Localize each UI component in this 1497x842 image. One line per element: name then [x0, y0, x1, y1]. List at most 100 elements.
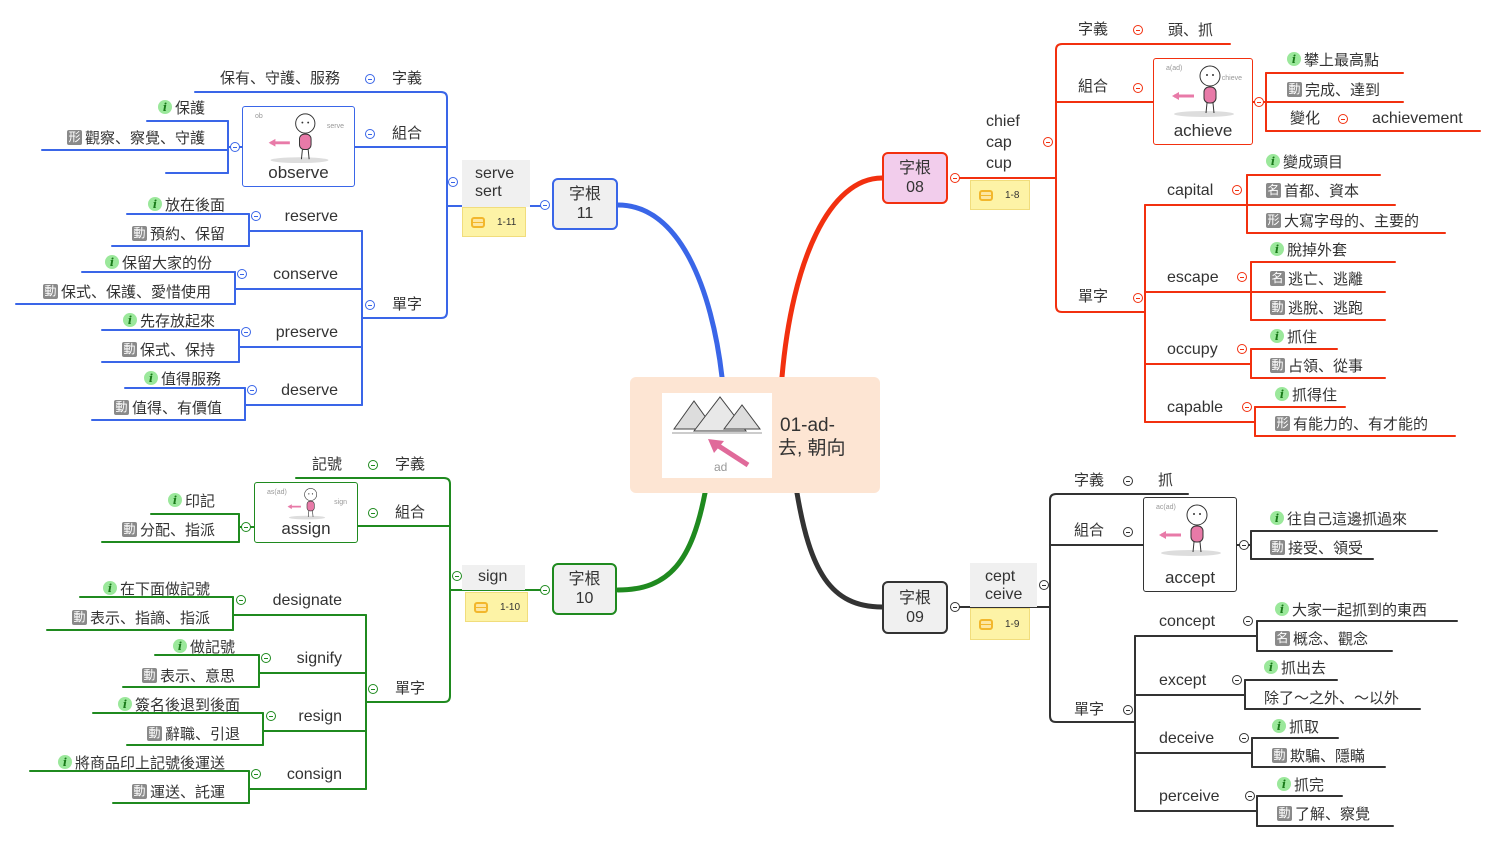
root-part[interactable]: sert — [475, 183, 502, 200]
connector-line — [1049, 493, 1189, 723]
collapse-toggle[interactable] — [540, 200, 550, 210]
meaning-label[interactable]: 字義 — [1074, 472, 1105, 489]
note-badge[interactable]: 1-8 — [970, 180, 1030, 210]
note-badge[interactable]: 1-9 — [970, 608, 1030, 640]
collapse-toggle[interactable] — [251, 211, 261, 221]
word-node[interactable]: reserve — [284, 208, 338, 225]
collapse-toggle[interactable] — [1123, 705, 1133, 715]
word-node[interactable]: occupy — [1167, 341, 1218, 358]
collapse-toggle[interactable] — [1237, 272, 1247, 282]
words-label[interactable]: 單字 — [392, 296, 423, 313]
collapse-toggle[interactable] — [1242, 402, 1252, 412]
note-badge[interactable]: 1-11 — [462, 207, 526, 237]
word-node[interactable]: designate — [272, 592, 342, 609]
collapse-toggle[interactable] — [236, 595, 246, 605]
words-label[interactable]: 單字 — [395, 680, 426, 697]
part-of-speech-badge: 動 — [1272, 747, 1287, 763]
meaning-label[interactable]: 字義 — [395, 456, 426, 473]
collapse-toggle[interactable] — [1039, 580, 1049, 590]
collapse-toggle[interactable] — [1239, 540, 1249, 550]
collapse-toggle[interactable] — [448, 177, 458, 187]
word-node[interactable]: deceive — [1159, 730, 1215, 747]
collapse-toggle[interactable] — [1239, 733, 1249, 743]
definition-text: 首都、資本 — [1284, 182, 1360, 200]
word-node[interactable]: escape — [1167, 269, 1219, 286]
definition-text: 往自己這邊抓過來 — [1287, 510, 1408, 528]
words-label[interactable]: 單字 — [1074, 701, 1105, 718]
root-part[interactable]: serve — [475, 165, 515, 182]
collapse-toggle[interactable] — [1123, 527, 1133, 537]
collapse-toggle[interactable] — [266, 711, 276, 721]
collapse-toggle[interactable] — [230, 142, 240, 152]
collapse-toggle[interactable] — [1133, 83, 1143, 93]
collapse-toggle[interactable] — [1043, 137, 1053, 147]
collapse-toggle[interactable] — [261, 653, 271, 663]
variation-word[interactable]: achievement — [1372, 110, 1463, 127]
collapse-toggle[interactable] — [247, 385, 257, 395]
words-label[interactable]: 單字 — [1078, 288, 1109, 305]
root-part[interactable]: sign — [478, 568, 508, 585]
combo-label[interactable]: 組合 — [395, 504, 426, 521]
collapse-toggle[interactable] — [365, 74, 375, 84]
combo-word-card[interactable]: ac(ad)accept — [1143, 497, 1237, 592]
combo-label[interactable]: 組合 — [1074, 522, 1105, 539]
collapse-toggle[interactable] — [1133, 25, 1143, 35]
collapse-toggle[interactable] — [950, 602, 960, 612]
collapse-toggle[interactable] — [1133, 293, 1143, 303]
root-part[interactable]: cept — [985, 568, 1016, 585]
root-part[interactable]: cap — [986, 134, 1012, 151]
word-node[interactable]: preserve — [275, 324, 338, 341]
collapse-toggle[interactable] — [1232, 185, 1242, 195]
central-topic[interactable]: ad 01-ad- 去, 朝向 — [630, 377, 880, 493]
word-node[interactable]: except — [1159, 672, 1207, 689]
info-icon: i — [1287, 52, 1301, 66]
collapse-toggle[interactable] — [368, 684, 378, 694]
collapse-toggle[interactable] — [241, 327, 251, 337]
combo-label[interactable]: 組合 — [392, 125, 423, 142]
collapse-toggle[interactable] — [1254, 97, 1264, 107]
word-node[interactable]: perceive — [1159, 788, 1220, 805]
collapse-toggle[interactable] — [452, 571, 462, 581]
collapse-toggle[interactable] — [237, 269, 247, 279]
word-node[interactable]: consign — [286, 766, 342, 783]
collapse-toggle[interactable] — [365, 300, 375, 310]
word-node[interactable]: conserve — [273, 266, 338, 283]
collapse-toggle[interactable] — [1243, 616, 1253, 626]
collapse-toggle[interactable] — [365, 129, 375, 139]
collapse-toggle[interactable] — [368, 460, 378, 470]
collapse-toggle[interactable] — [1232, 675, 1242, 685]
collapse-toggle[interactable] — [368, 508, 378, 518]
word-node[interactable]: resign — [298, 708, 342, 725]
word-node[interactable]: deserve — [281, 382, 338, 399]
root-parts-background — [462, 160, 530, 207]
word-node[interactable]: concept — [1159, 613, 1216, 630]
note-badge[interactable]: 1-10 — [465, 592, 528, 622]
collapse-toggle[interactable] — [251, 769, 261, 779]
collapse-toggle[interactable] — [1123, 476, 1133, 486]
info-icon: i — [157, 100, 172, 114]
collapse-toggle[interactable] — [241, 522, 251, 532]
root-part[interactable]: chief — [986, 113, 1020, 130]
root-part[interactable]: cup — [986, 155, 1012, 172]
collapse-toggle[interactable] — [1237, 344, 1247, 354]
collapse-toggle[interactable] — [950, 173, 960, 183]
word-node[interactable]: signify — [296, 650, 342, 667]
collapse-toggle[interactable] — [1338, 114, 1348, 124]
meaning-label[interactable]: 字義 — [1078, 21, 1109, 38]
word-node[interactable]: capable — [1167, 399, 1224, 416]
collapse-toggle[interactable] — [1245, 791, 1255, 801]
definition-text: 辭職、引退 — [164, 725, 240, 743]
collapse-toggle[interactable] — [540, 585, 550, 595]
word-node[interactable]: capital — [1167, 182, 1214, 199]
meaning-label[interactable]: 字義 — [392, 70, 423, 87]
root-part[interactable]: ceive — [985, 586, 1023, 603]
combo-label[interactable]: 組合 — [1078, 78, 1109, 95]
